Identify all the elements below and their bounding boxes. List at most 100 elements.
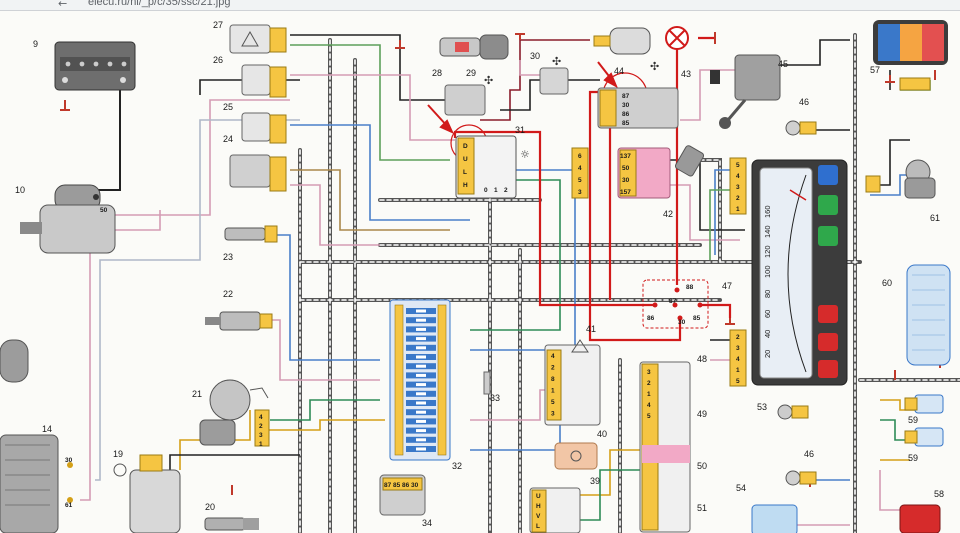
relay34-pin-85: 85 — [393, 482, 401, 489]
label-22: 22 — [223, 289, 233, 299]
fuse-element — [416, 447, 426, 451]
lamp-59-b — [904, 427, 944, 447]
alternator-pin-30: 30 — [65, 457, 73, 464]
hazard-switch-41 — [544, 339, 601, 426]
label-59-a: 59 — [908, 415, 918, 425]
connector-47-left-pin: 5 — [736, 162, 740, 169]
starter-10: 50 — [20, 184, 116, 254]
switch31-pos-1: 1 — [494, 187, 498, 194]
label-44: 44 — [614, 66, 624, 76]
switch31-pin-U: U — [463, 156, 468, 163]
back-arrow-icon[interactable]: ← — [58, 0, 68, 10]
connector-47-bottom-pin: 2 — [736, 334, 740, 341]
relay42-pin-30: 30 — [622, 177, 630, 184]
label-26: 26 — [213, 55, 223, 65]
label-49: 49 — [697, 409, 707, 419]
connector-21-pin: 4 — [259, 414, 263, 421]
relay42-pin-50: 50 — [622, 165, 630, 172]
fuse-box-32 — [389, 299, 451, 461]
fan-motor-44: ✣ — [593, 26, 689, 73]
connector-47-bottom-pin: 1 — [736, 367, 740, 374]
wiper-motor-61 — [865, 159, 936, 199]
label-33: 33 — [490, 393, 500, 403]
connector-47-bottom: 2 3 4 1 5 — [729, 329, 747, 387]
battery-9 — [54, 41, 136, 91]
connector-48-pin: 1 — [647, 391, 651, 398]
relay34-pin-30: 30 — [411, 482, 419, 489]
connector-48-pin: 5 — [647, 413, 651, 420]
label-27: 27 — [213, 20, 223, 30]
connector-41-pin: 2 — [551, 365, 555, 372]
label-25: 25 — [223, 102, 233, 112]
fuse-element — [416, 373, 426, 377]
gauge-tick: 20 — [763, 350, 772, 358]
connector-6-pin: 6 — [578, 153, 582, 160]
label-14: 14 — [42, 424, 52, 434]
label-31: 31 — [515, 125, 525, 135]
connector-47-bottom-pin: 5 — [736, 378, 740, 385]
fuse-element — [416, 327, 426, 331]
gauge-tick: 140 — [763, 225, 772, 238]
label-39: 39 — [590, 476, 600, 486]
switch-39: U H V L — [529, 487, 581, 533]
relay43-pin-87: 87 — [622, 93, 630, 100]
fuse-element — [416, 337, 426, 341]
gauge-tick: 120 — [763, 245, 772, 258]
horn-28 — [439, 34, 509, 60]
label-20: 20 — [205, 502, 215, 512]
label-41: 41 — [586, 324, 596, 334]
fan-30: ✣ — [539, 55, 569, 95]
label-51: 51 — [697, 503, 707, 513]
switch31-pin-D: D — [463, 143, 468, 150]
relay34-pin-86: 86 — [402, 482, 410, 489]
lamp-58 — [899, 504, 941, 533]
lamp-59-a — [904, 394, 944, 414]
headlight-switch-31: D U L H 0 1 2 ☼ — [455, 135, 530, 199]
label-43: 43 — [681, 69, 691, 79]
label-29: 29 — [466, 68, 476, 78]
relay-42: 137 50 30 157 — [617, 145, 705, 199]
relay42-pin-157: 157 — [620, 189, 631, 196]
connector-41-pin: 5 — [551, 399, 555, 406]
gauge-tick: 160 — [763, 205, 772, 218]
connector-47-bottom-pin: 4 — [736, 356, 740, 363]
washer-54 — [751, 504, 798, 533]
label-42: 42 — [663, 209, 673, 219]
label-24: 24 — [223, 134, 233, 144]
label-32: 32 — [452, 461, 462, 471]
label-34: 34 — [422, 518, 432, 528]
relay43-pin-86: 86 — [622, 111, 630, 118]
lamp-40 — [554, 442, 598, 470]
connector-47-bottom-pin: 3 — [736, 345, 740, 352]
relay42-pin-137: 137 — [620, 153, 631, 160]
relay-pin-30: 30 — [678, 319, 686, 326]
connector-48-pin: 3 — [647, 369, 651, 376]
switch-45 — [710, 54, 781, 129]
label-30: 30 — [530, 51, 540, 61]
starter-pin-50: 50 — [100, 207, 108, 214]
fuse-element — [416, 383, 426, 387]
gauge-tick: 80 — [763, 290, 772, 298]
switch39-pin-V: V — [536, 513, 541, 520]
switch31-pin-L: L — [463, 169, 467, 176]
fuse-element — [416, 410, 426, 414]
fan-icon: ✣ — [552, 55, 561, 68]
fuse-element — [416, 429, 426, 433]
harness-trunks — [298, 33, 960, 533]
relay-pin-87: 87 — [669, 298, 677, 305]
lamp-46-top — [785, 120, 817, 136]
connector-48-pin: 4 — [647, 402, 651, 409]
browser-url-bar[interactable]: ← elecu.ru/nl/_p/c/35/ssc/21.jpg — [0, 0, 960, 11]
label-45: 45 — [778, 59, 788, 69]
relay-43: 87 30 86 85 — [597, 87, 679, 129]
fuse-element — [416, 355, 426, 359]
connector-41-pin: 4 — [551, 353, 555, 360]
fuse-element — [416, 309, 426, 313]
